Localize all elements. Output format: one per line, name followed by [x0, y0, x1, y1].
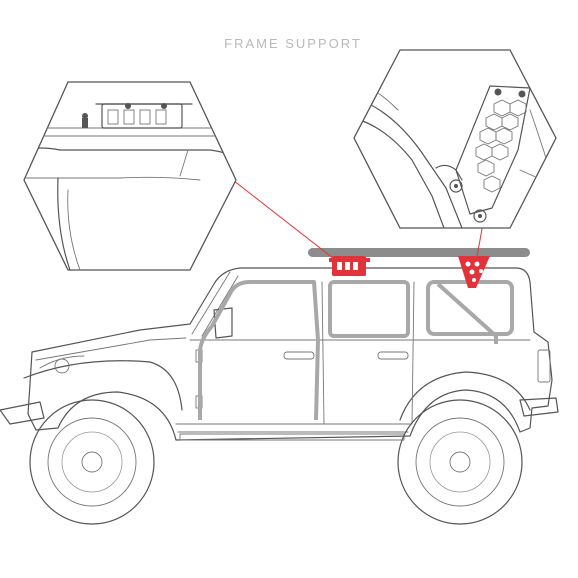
roof-rail — [308, 248, 530, 257]
door-split-rear — [411, 281, 415, 425]
front-mount-bracket — [329, 256, 370, 276]
front-door-handle — [283, 351, 315, 360]
front-fender-flare — [23, 360, 183, 411]
diagram-caption: FRAME SUPPORT — [224, 36, 362, 51]
rollcage-bar — [436, 282, 498, 344]
door-split-front — [321, 281, 325, 425]
rear-bumper — [519, 397, 559, 417]
rear-door-handle — [377, 351, 409, 360]
headlight-ring — [54, 358, 70, 374]
windshield-frame — [191, 271, 231, 335]
rear-mount-callout — [353, 49, 557, 229]
roof-rack — [308, 248, 530, 288]
vehicle-body-outline — [27, 267, 553, 441]
front-mount-callout — [23, 81, 237, 271]
front-door-frame — [198, 280, 320, 421]
rear-mount-bracket — [458, 256, 490, 288]
front-wheel — [29, 399, 155, 525]
jeep-vehicle — [0, 267, 559, 441]
side-step — [179, 433, 405, 441]
quarter-window — [426, 280, 514, 336]
windshield-frame-inner — [201, 275, 239, 337]
taillight — [537, 349, 551, 383]
rear-door-window — [328, 280, 410, 338]
front-bumper — [0, 401, 45, 425]
vehicle-hood-line — [35, 337, 187, 361]
rear-wheel — [397, 399, 523, 525]
side-mirror — [213, 307, 233, 339]
